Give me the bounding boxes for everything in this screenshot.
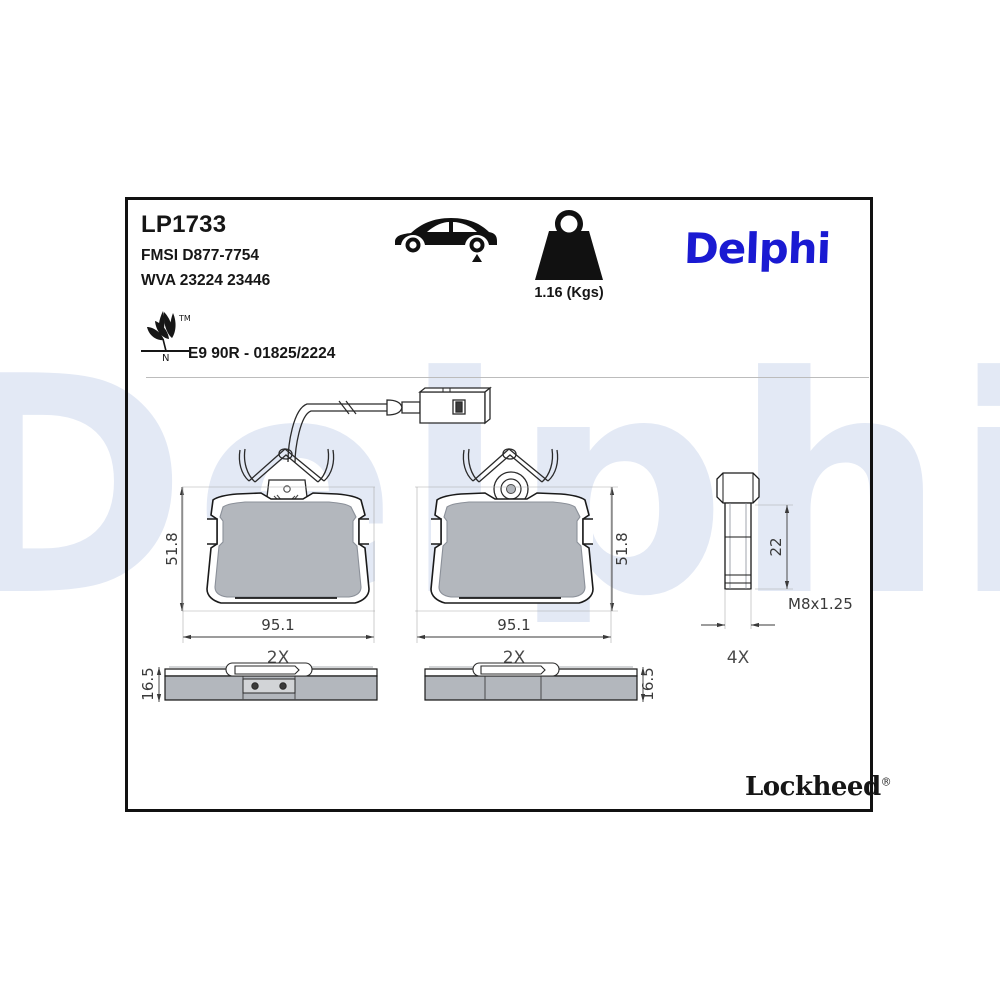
dimensions-pad-right: 51.8 95.1 2X (415, 486, 631, 668)
svg-text:TM: TM (178, 314, 191, 323)
dim-height-right: 51.8 (613, 532, 631, 565)
qty-bolt: 4X (727, 648, 750, 668)
wva-code: WVA 23224 23446 (141, 272, 271, 289)
car-rear-axle-icon (395, 218, 497, 262)
fmsi-code: FMSI D877-7754 (141, 247, 260, 264)
technical-drawing: 51.8 95.1 2X (139, 386, 853, 702)
lockheed-logo: Lockheed® (745, 772, 892, 802)
drawing-frame (125, 197, 873, 812)
dim-bolt-thread: M8x1.25 (788, 595, 853, 613)
ece-approval-code: E9 90R - 01825/2224 (188, 345, 336, 362)
wear-sensor-assembly (287, 386, 492, 464)
weight-kettlebell-icon (535, 210, 603, 280)
bolt-assembly: 22 M8x1.25 4X (701, 472, 853, 668)
weight-value: 1.16 (Kgs) (534, 285, 604, 301)
lockheed-text: Lockheed (745, 772, 881, 802)
page-title: LP1733 (141, 211, 227, 238)
brake-pad-left-profile: 16.5 (139, 662, 378, 702)
brake-pad-left (206, 448, 370, 604)
delphi-logo: Delphi (683, 224, 831, 273)
svg-text:N: N (162, 353, 169, 363)
dim-height-left: 51.8 (163, 532, 181, 565)
dim-thickness-left: 16.5 (139, 667, 157, 700)
dim-width-left: 95.1 (261, 616, 294, 634)
dim-width-right: 95.1 (497, 616, 530, 634)
dimensions-pad-left: 51.8 95.1 2X (163, 486, 375, 668)
registered-mark: ® (880, 775, 892, 789)
header-separator (146, 377, 869, 378)
brake-pad-right (430, 448, 594, 604)
dim-bolt-length: 22 (767, 537, 785, 556)
eco-leaf-icon: N TM (141, 311, 191, 363)
brake-pad-right-profile: 16.5 (424, 662, 657, 702)
dim-thickness-right: 16.5 (639, 667, 657, 700)
